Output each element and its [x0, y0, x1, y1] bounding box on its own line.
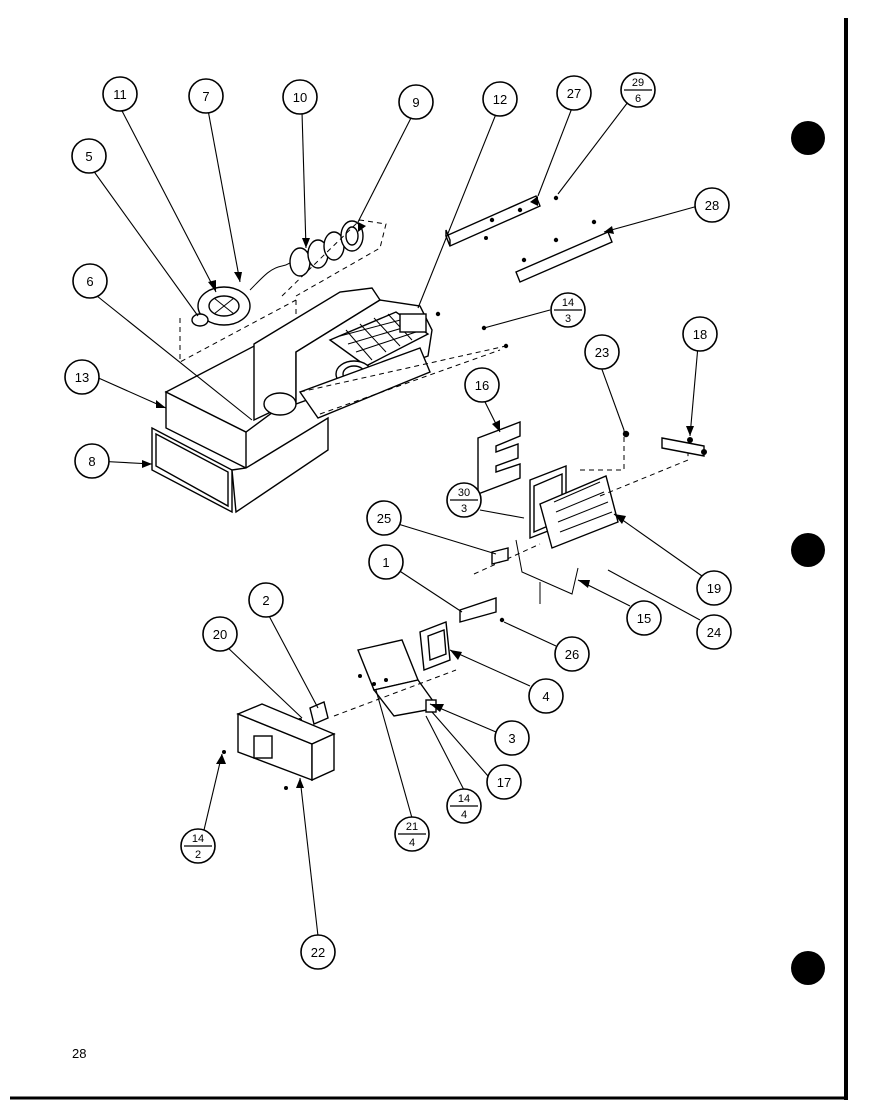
callout-number: 26 — [565, 647, 579, 662]
page-border — [10, 18, 848, 1100]
callout-number: 29 — [632, 77, 644, 89]
callout-number: 14 — [192, 833, 204, 845]
callout-number: 5 — [85, 149, 92, 164]
callout-number: 3 — [508, 731, 515, 746]
callout-number: 13 — [75, 370, 89, 385]
callout-number: 10 — [293, 90, 307, 105]
callout-2: 2 — [248, 582, 284, 618]
callout-7: 7 — [188, 78, 224, 114]
part-1 — [459, 597, 505, 623]
screw-23 — [622, 430, 630, 438]
callout-20: 20 — [202, 616, 238, 652]
mounting-plate — [357, 639, 440, 717]
callout-22: 22 — [300, 934, 336, 970]
callout-3: 3 — [494, 720, 530, 756]
callout-14-2: 142 — [180, 828, 216, 864]
callout-number: 1 — [382, 555, 389, 570]
bracket-18 — [661, 437, 707, 457]
callout-number: 28 — [705, 198, 719, 213]
callout-sub: 4 — [461, 809, 467, 821]
callout-29-6: 296 — [620, 72, 656, 108]
auger-spring — [249, 219, 387, 297]
callout-sub: 4 — [409, 837, 415, 849]
callout-number: 30 — [458, 487, 470, 499]
callout-26: 26 — [554, 636, 590, 672]
callout-number: 7 — [202, 89, 209, 104]
callout-number: 4 — [542, 689, 549, 704]
leader-arrowheads — [142, 196, 694, 788]
callout-number: 12 — [493, 92, 507, 107]
callout-number: 19 — [707, 581, 721, 596]
callout-12: 12 — [482, 81, 518, 117]
callout-number: 20 — [213, 627, 227, 642]
punch-hole — [791, 121, 825, 155]
leader-lines — [89, 101, 703, 937]
callout-14-3: 143 — [550, 292, 586, 328]
callout-sub: 3 — [565, 313, 571, 325]
part-4 — [419, 621, 451, 671]
callout-27: 27 — [556, 75, 592, 111]
callout-13: 13 — [64, 359, 100, 395]
callout-9: 9 — [398, 84, 434, 120]
callout-number: 25 — [377, 511, 391, 526]
wire-harness — [473, 539, 579, 604]
callout-28: 28 — [694, 187, 730, 223]
punch-hole — [791, 951, 825, 985]
callout-4: 4 — [528, 678, 564, 714]
page-number: 28 — [72, 1046, 86, 1061]
bracket-16 — [477, 420, 521, 496]
bracket-27 — [445, 195, 559, 247]
callout-15: 15 — [626, 600, 662, 636]
callout-10: 10 — [282, 79, 318, 115]
callout-number: 22 — [311, 945, 325, 960]
callout-23: 23 — [584, 334, 620, 370]
callout-number: 11 — [113, 87, 127, 102]
callout-19: 19 — [696, 570, 732, 606]
bracket-28 — [435, 219, 613, 349]
callout-number: 2 — [262, 593, 269, 608]
callout-sub: 2 — [195, 849, 201, 861]
callout-sub: 6 — [635, 93, 641, 105]
callout-14-4: 144 — [446, 788, 482, 824]
callout-number: 6 — [86, 274, 93, 289]
auger-motor-coupling — [191, 286, 251, 327]
callout-number: 24 — [707, 625, 721, 640]
callouts: 11 7 10 9 12 27 296 5 28 6 143 18 23 13 … — [64, 72, 732, 970]
callout-8: 8 — [74, 443, 110, 479]
punch-hole — [791, 533, 825, 567]
callout-6: 6 — [72, 263, 108, 299]
callout-25: 25 — [366, 500, 402, 536]
callout-number: 27 — [567, 86, 581, 101]
callout-30-3: 303 — [446, 482, 482, 518]
callout-1: 1 — [368, 544, 404, 580]
part-25 — [491, 547, 509, 565]
callout-number: 21 — [406, 821, 418, 833]
callout-17: 17 — [486, 764, 522, 800]
callout-sub: 3 — [461, 503, 467, 515]
callout-21-4: 214 — [394, 816, 430, 852]
callout-number: 23 — [595, 345, 609, 360]
callout-number: 18 — [693, 327, 707, 342]
callout-number: 8 — [88, 454, 95, 469]
ice-maker — [529, 430, 689, 549]
callout-16: 16 — [464, 367, 500, 403]
callout-24: 24 — [696, 614, 732, 650]
callout-number: 15 — [637, 611, 651, 626]
callout-18: 18 — [682, 316, 718, 352]
callout-number: 16 — [475, 378, 489, 393]
callout-number: 9 — [412, 95, 419, 110]
callout-number: 14 — [458, 793, 470, 805]
callout-11: 11 — [102, 76, 138, 112]
cover-22 — [222, 669, 457, 790]
callout-5: 5 — [71, 138, 107, 174]
callout-number: 14 — [562, 297, 574, 309]
ice-bucket-assembly — [151, 287, 507, 514]
callout-number: 17 — [497, 775, 511, 790]
